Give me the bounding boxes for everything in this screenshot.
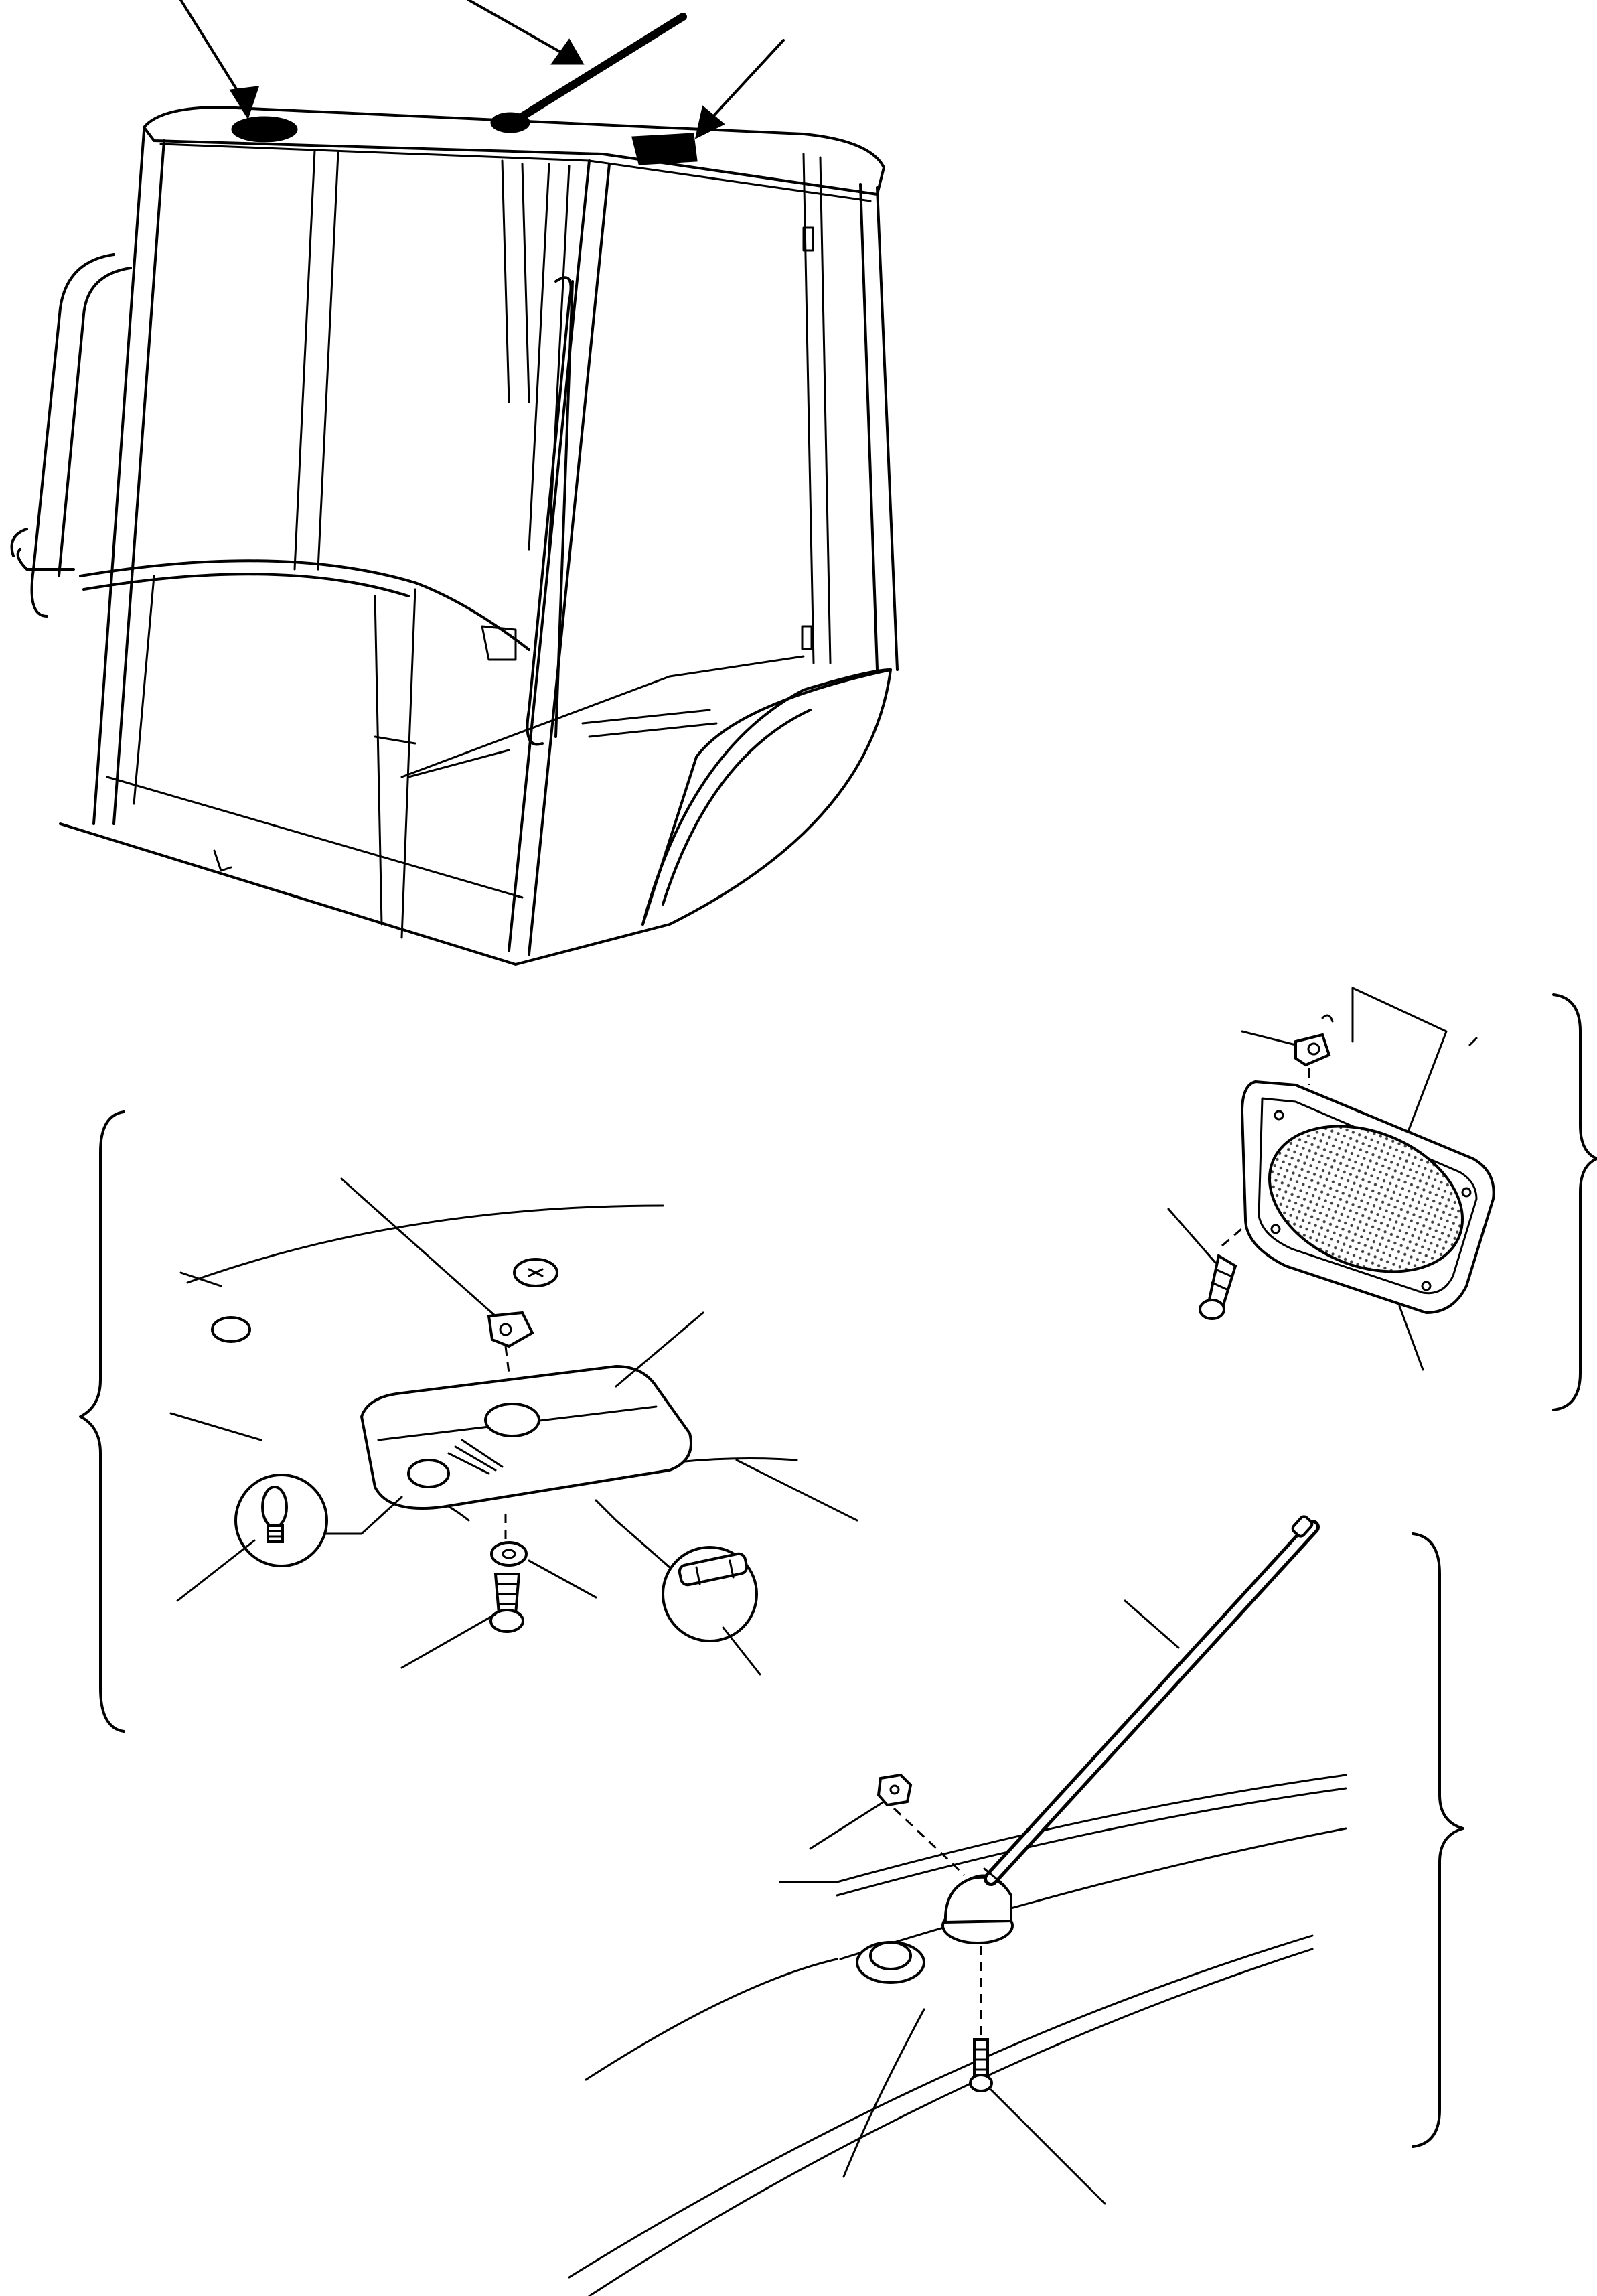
light-mounting-screw <box>489 1573 524 1633</box>
leader-antenna-nut <box>809 1800 885 1850</box>
antenna-detail <box>568 1515 1464 2296</box>
fuse-callout <box>595 1499 758 1642</box>
leader-antenna-rod <box>1124 1599 1180 1649</box>
speaker-brace <box>1552 993 1597 1411</box>
speaker-unit <box>1240 1080 1495 1315</box>
speaker-retaining-clip <box>1294 1014 1334 1085</box>
leader-housing <box>615 1311 704 1388</box>
leader-arrow-light <box>179 0 260 120</box>
right-handrail <box>526 276 574 746</box>
roof-bolt-head <box>856 1941 925 1984</box>
cab-front-right-pillar <box>508 159 611 956</box>
speaker-mounting-panel <box>1351 987 1448 1147</box>
antenna-base <box>941 1874 1014 1944</box>
leader-arrow-speaker <box>694 39 785 139</box>
cab-rear-right-pillar <box>859 183 899 671</box>
light-bulb-icon <box>261 1486 288 1543</box>
cab-rear-fender <box>641 668 892 926</box>
antenna-mounting-screw <box>969 2038 993 2092</box>
light-washer <box>490 1541 528 1567</box>
light-switch-knob <box>484 1403 540 1437</box>
light-bulb-socket <box>407 1459 450 1488</box>
antenna-rod <box>983 1515 1320 1887</box>
tubular-fuse-icon <box>678 1552 749 1587</box>
leader-arrow-antenna <box>467 0 585 65</box>
leader-fuse <box>722 1626 761 1676</box>
speaker-screw <box>1199 1253 1237 1320</box>
speaker-grille <box>1268 1125 1464 1273</box>
leader-bulb <box>176 1539 256 1602</box>
left-handrail <box>30 253 132 618</box>
antenna-brace <box>1412 1532 1464 2148</box>
cab-roof-outline <box>143 106 885 196</box>
roof-light-brace <box>79 1110 125 1733</box>
antenna-hex-nut <box>877 1773 913 1807</box>
roof-light-marker <box>231 116 298 143</box>
cab-overview <box>10 0 899 966</box>
bulb-callout <box>234 1474 403 1567</box>
speaker-detail <box>1167 987 1597 1411</box>
leader-speaker-clip <box>1241 1030 1297 1046</box>
leader-screw <box>400 1613 497 1669</box>
leader-antenna-screw <box>990 2088 1106 2205</box>
roof-grommet-left <box>211 1316 251 1343</box>
leader-washer <box>528 1559 597 1599</box>
roof-light-detail <box>79 1110 858 1733</box>
overview-antenna-rod <box>512 13 687 125</box>
leader-speaker-unit <box>1398 1305 1424 1371</box>
leader-clip-nut <box>340 1177 497 1317</box>
cab-front-left-pillar <box>92 129 165 825</box>
speaker-marker <box>631 133 698 165</box>
roof-light-housing <box>360 1364 692 1510</box>
leader-speaker-screw <box>1167 1208 1217 1264</box>
